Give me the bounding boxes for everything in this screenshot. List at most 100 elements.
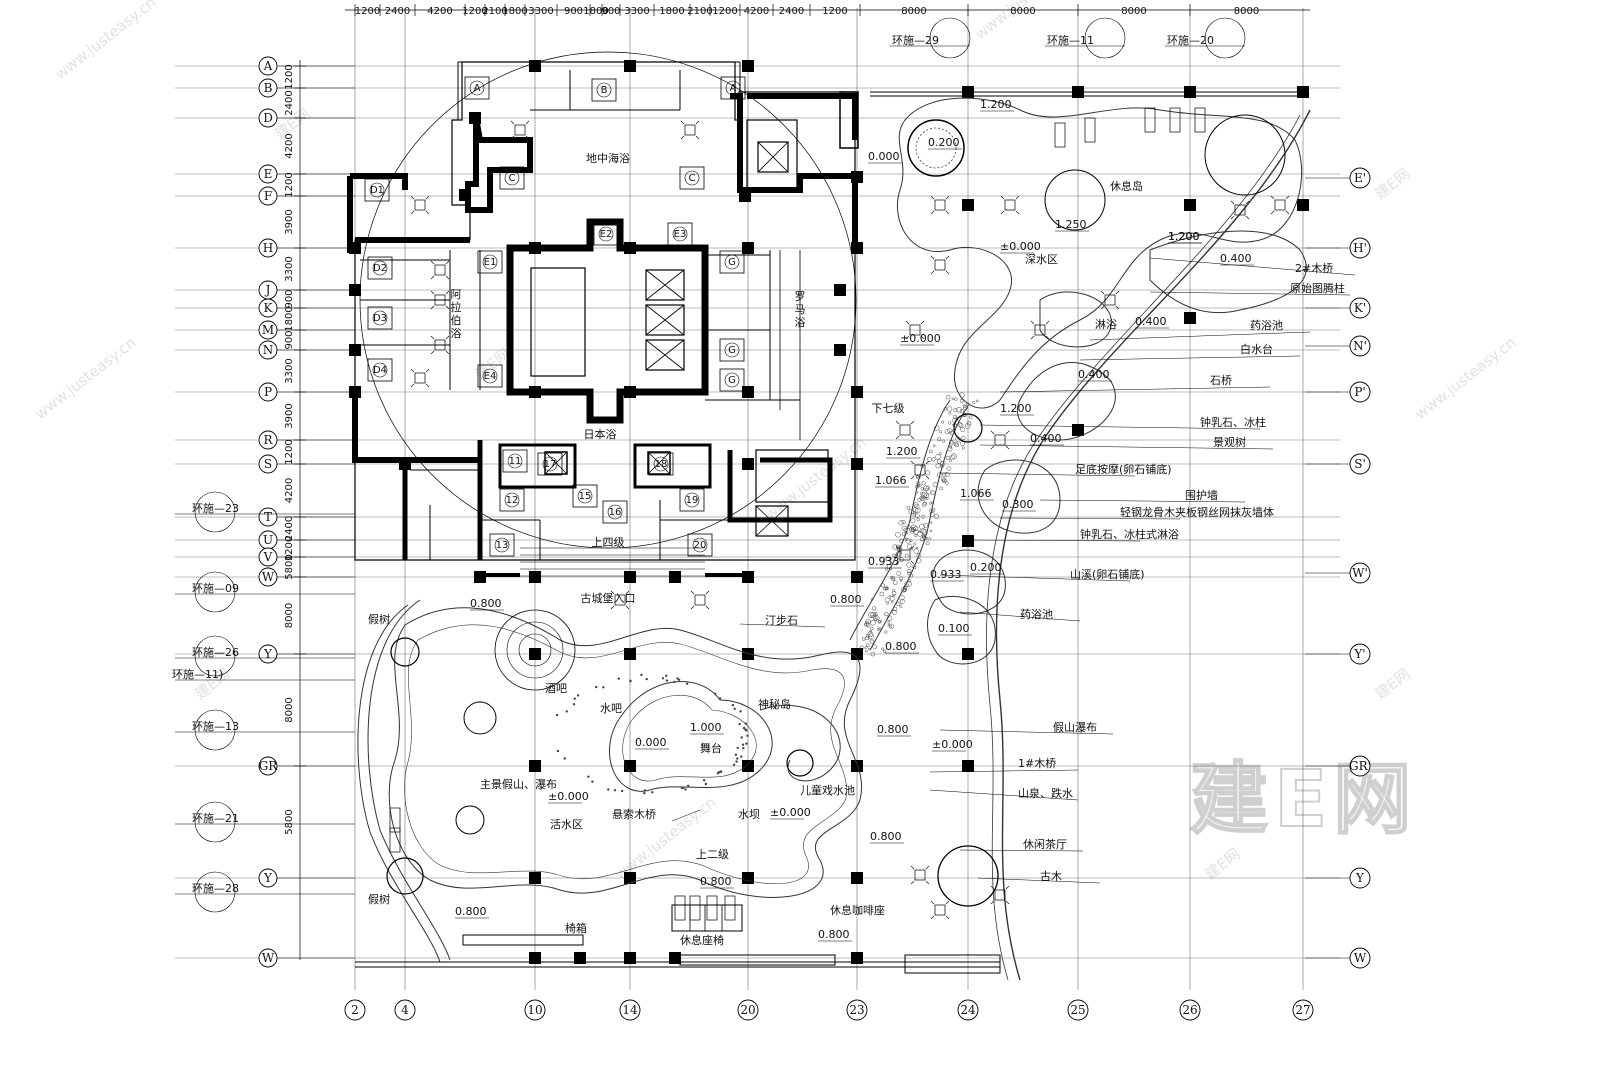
column <box>851 648 863 660</box>
level-mark: 0.800 <box>830 593 862 606</box>
level-mark: 1.200 <box>1168 230 1200 243</box>
column <box>834 284 846 296</box>
column <box>962 535 974 547</box>
column <box>624 872 636 884</box>
garden-label-stage: 舞台 <box>700 741 722 755</box>
garden-label-kids: 儿童戏水池 <box>800 783 855 797</box>
dimension-top: 1800 <box>502 6 527 17</box>
column <box>742 872 754 884</box>
dimension-top: 1200 <box>822 6 847 17</box>
dimension-left: 3300 <box>284 358 295 383</box>
axis-bubble <box>957 999 979 1021</box>
dimension-left: 2400 <box>284 516 295 541</box>
dimension-left: 5800 <box>284 554 295 579</box>
rotunda-outline <box>359 51 857 549</box>
axis-label-left: V <box>263 550 273 564</box>
garden-label-myst: 神秘岛 <box>758 697 791 711</box>
garden-label-fake_tree2: 假树 <box>368 892 390 906</box>
garden-label-main_rock: 主景假山、瀑布 <box>480 777 557 791</box>
axis-label-left: Y <box>263 647 273 661</box>
garden-label-tree: 景观树 <box>1213 435 1246 449</box>
left-dimension-string: 1200240042001200390033009001800900330039… <box>284 60 306 960</box>
column <box>529 60 541 72</box>
sheet-reference: 环施—20 <box>1167 34 1214 47</box>
axis-label-bottom: 20 <box>740 1003 755 1017</box>
room-label-arab: 伯 <box>451 313 462 327</box>
column <box>529 242 541 254</box>
axis-label-left: U <box>263 533 273 547</box>
garden-label-foot: 足底按摩(卵石铺底) <box>1075 462 1172 476</box>
garden-label-wall2: 轻钢龙骨木夹板钢丝网抹灰墙体 <box>1120 505 1274 519</box>
level-mark: 1.250 <box>1055 218 1087 231</box>
dimension-left: 3900 <box>284 209 295 234</box>
level-mark: 0.400 <box>1220 252 1252 265</box>
garden-label-herb1: 药浴池 <box>1250 319 1283 332</box>
column <box>834 344 846 356</box>
level-mark: 0.300 <box>1002 498 1034 511</box>
column <box>349 242 361 254</box>
room-tag: 17 <box>544 459 557 470</box>
dimension-top: 1800 <box>583 6 608 17</box>
dimension-left: 4200 <box>284 478 295 503</box>
column <box>962 648 974 660</box>
axis-bubble <box>846 999 868 1021</box>
garden-label-rest_island: 休息岛 <box>1110 179 1143 193</box>
round-features <box>386 114 1286 907</box>
garden-label-wall: 围护墙 <box>1185 488 1218 502</box>
garden-label-stone_bridge: 石桥 <box>1210 374 1232 387</box>
column <box>474 571 486 583</box>
creek-pebbles <box>555 392 979 795</box>
dimension-top: 3300 <box>624 6 649 17</box>
garden-label-plank: 悬索木桥 <box>612 807 656 821</box>
axis-label-left: F <box>264 189 272 203</box>
dimension-top: 1200 <box>462 6 487 17</box>
garden-label-herb2: 药浴池 <box>1020 608 1053 621</box>
axis-label-left: B <box>264 81 273 95</box>
sheet-reference: 环施—21 <box>192 812 239 825</box>
level-mark: ±0.000 <box>1000 240 1041 253</box>
garden-label-bridge1: 1#木桥 <box>1018 757 1056 770</box>
sheet-reference: 环施—26 <box>192 646 239 659</box>
dimension-top: 2400 <box>385 6 410 17</box>
column <box>1184 199 1196 211</box>
axis-label-left: M <box>262 323 274 337</box>
room-tag: G <box>728 257 736 268</box>
axis-bubble <box>1067 999 1089 1021</box>
dimension-top: 2100 <box>687 6 712 17</box>
column <box>962 199 974 211</box>
room-tag: A <box>474 83 481 94</box>
level-mark: 1.000 <box>690 721 722 734</box>
axis-label-bottom: 25 <box>1070 1003 1085 1017</box>
room-tag: C <box>509 173 516 184</box>
room-tag: B <box>601 85 608 96</box>
dimension-top: 8000 <box>1121 6 1146 17</box>
garden-label-dam: 水坝 <box>738 807 760 821</box>
sheet-reference: 环施—13 <box>192 720 239 733</box>
level-mark: 0.800 <box>870 830 902 843</box>
column <box>742 648 754 660</box>
garden-label-shower: 淋浴 <box>1095 318 1117 331</box>
column <box>851 386 863 398</box>
axis-label-bottom: 24 <box>960 1003 976 1017</box>
column <box>742 458 754 470</box>
dimension-left: 8000 <box>284 603 295 628</box>
logo-watermark: 建E网 <box>1190 755 1417 845</box>
room-label-roman: 罗 <box>795 290 806 303</box>
level-mark: 1.200 <box>1168 230 1200 243</box>
north-boundary <box>870 91 1305 97</box>
column <box>459 189 471 201</box>
column <box>742 571 754 583</box>
level-mark: ±0.000 <box>900 332 941 345</box>
column <box>529 952 541 964</box>
column <box>624 571 636 583</box>
room-label-roman: 浴 <box>795 316 806 329</box>
dimension-left: 1800 <box>284 306 295 331</box>
garden-label-benches: 椅箱 <box>565 921 587 935</box>
column <box>349 284 361 296</box>
axis-label-right: Y' <box>1353 647 1365 661</box>
level-mark: 0.800 <box>455 905 487 918</box>
column <box>851 458 863 470</box>
column <box>574 952 586 964</box>
dimension-left: 1200 <box>284 439 295 464</box>
